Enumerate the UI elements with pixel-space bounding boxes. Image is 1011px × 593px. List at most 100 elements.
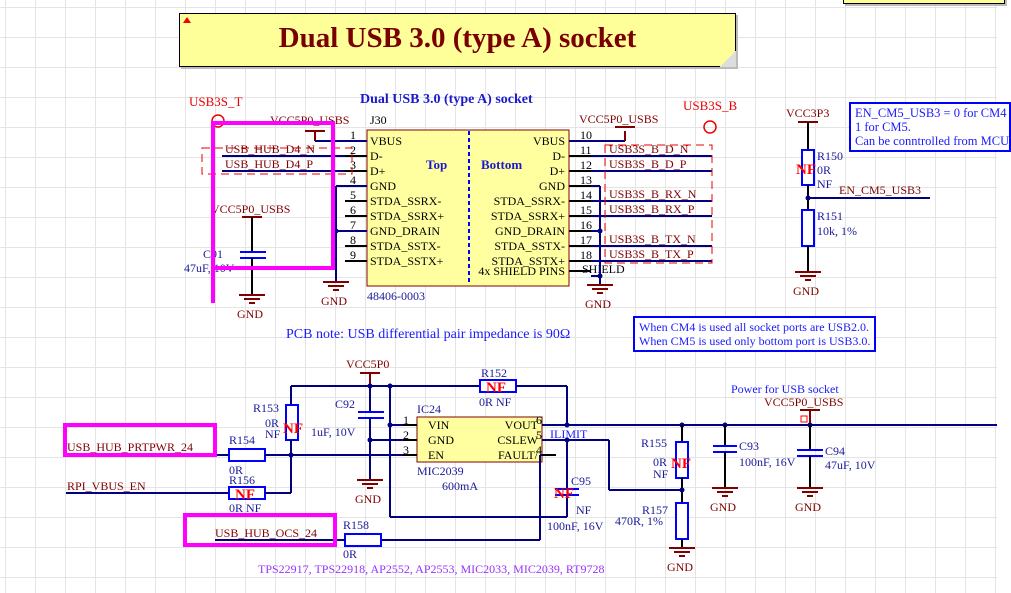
r150-value: 0R xyxy=(817,163,831,177)
highlight-box-usb-top xyxy=(211,121,335,303)
pin-number: 9 xyxy=(350,248,356,262)
pin-name: STDA_SSRX+ xyxy=(370,209,444,223)
net-label-usb-hub-ocs: USB_HUB_OCS_24 xyxy=(215,526,317,540)
junction xyxy=(597,273,603,279)
harness-usb3s-b-label: USB3S_B xyxy=(683,98,738,113)
pin-number: 6 xyxy=(350,203,356,217)
ground-label: GND xyxy=(585,297,611,311)
power-for-usb-label: Power for USB socket xyxy=(731,382,839,396)
pin-number: 15 xyxy=(580,203,592,217)
ground-symbol: GND xyxy=(710,487,738,514)
resistor-r157[interactable] xyxy=(675,502,689,540)
junction xyxy=(805,195,811,201)
pin-number: 2 xyxy=(350,143,356,157)
pin-number: 4 xyxy=(536,443,542,457)
net-label: USB3S_B_TX_P xyxy=(609,247,694,261)
en-note-line-1: EN_CM5_USB3 = 0 for CM4 xyxy=(855,106,1007,120)
pin-name: STDA_SSTX- xyxy=(494,239,565,253)
c92-ref: C92 xyxy=(335,397,355,411)
net-label: USB3S_B_RX_P xyxy=(609,202,695,216)
pin-number: 7 xyxy=(350,218,356,232)
pin-name: STDA_SSTX+ xyxy=(370,254,444,268)
r153-value: 0R xyxy=(265,416,279,430)
harness-usb3s-t xyxy=(201,147,353,175)
pin-name: D- xyxy=(552,149,565,163)
pin-number: 11 xyxy=(580,143,592,157)
ic24-rating: 600mA xyxy=(442,479,478,493)
connector-part: 48406-0003 xyxy=(367,289,425,303)
pin-name: VIN xyxy=(428,418,450,432)
net-label-usb-hub-prtpwr: USB_HUB_PRTPWR_24 xyxy=(67,440,193,454)
pin-number: 1 xyxy=(350,128,356,142)
en-note-line-2: 1 for CM5. xyxy=(855,120,911,134)
pin-name: D- xyxy=(370,149,383,163)
r157-ref: R157 xyxy=(642,503,668,517)
net-label: USB_HUB_D4_N xyxy=(225,142,315,156)
net-label: USB3S_B_TX_N xyxy=(609,232,696,246)
pin-name: STDA_SSRX- xyxy=(370,194,441,208)
c93-value: 100nF, 16V xyxy=(739,455,796,469)
nf-mark: NF xyxy=(554,486,574,502)
connector-top-label: Top xyxy=(426,157,447,172)
connector-ref: J30 xyxy=(370,113,387,127)
ground-label: GND xyxy=(237,307,263,321)
pin-name: VBUS xyxy=(533,134,565,148)
pin-name: VBUS xyxy=(370,134,402,148)
pin-number: 10 xyxy=(580,128,592,142)
ground-symbol: GND xyxy=(667,547,695,574)
pin-name: GND_DRAIN xyxy=(370,224,440,238)
ground-label: GND xyxy=(793,284,819,298)
alternative-parts-note: TPS22917, TPS22918, AP2552, AP2553, MIC2… xyxy=(258,562,604,576)
r150-nf: NF xyxy=(817,177,833,191)
r151-ref: R151 xyxy=(817,209,843,223)
net-label: USB3S_B_RX_N xyxy=(609,187,697,201)
harness-usb3s-t-label: USB3S_T xyxy=(189,94,243,109)
pin-number: 5 xyxy=(350,188,356,202)
power-label-vcc5p0: VCC5P0 xyxy=(346,357,389,371)
ground-symbol: GND xyxy=(321,281,349,308)
pin-number: 13 xyxy=(580,173,592,187)
r158-ref: R158 xyxy=(343,518,369,532)
ground-symbol: GND xyxy=(355,479,383,506)
pin-number: 1 xyxy=(403,413,409,427)
resistor-r151[interactable] xyxy=(801,209,815,247)
pin-name: STDA_SSTX+ xyxy=(492,254,566,268)
r150-ref: R150 xyxy=(817,149,843,163)
c95-nf: NF xyxy=(576,503,592,517)
power-label-vcc5p0-usbs: VCC5P0_USBS xyxy=(211,202,290,216)
c91-value: 47uF, 10V xyxy=(184,261,235,275)
net-label-rpi-vbus-en: RPI_VBUS_EN xyxy=(67,479,146,493)
c94-value: 47uF, 10V xyxy=(825,458,876,472)
pin-number: 3 xyxy=(350,158,356,172)
nf-mark: NF xyxy=(283,421,303,437)
ic24-ref: IC24 xyxy=(417,402,441,416)
ic24-body[interactable] xyxy=(416,416,543,463)
junction xyxy=(387,422,393,428)
nf-mark: NF xyxy=(486,380,506,396)
resistor-r154[interactable] xyxy=(228,448,266,462)
ground-label: GND xyxy=(667,560,693,574)
net-label: USB_HUB_D4_P xyxy=(225,157,313,171)
r154-ref: R154 xyxy=(229,433,255,447)
power-label-vcc5p0-usbs: VCC5P0_USBS xyxy=(764,395,843,409)
r155-nf: NF xyxy=(653,467,669,481)
ground-label: GND xyxy=(321,294,347,308)
pcb-note: PCB note: USB differential pair impedanc… xyxy=(286,327,570,342)
pin-number: 2 xyxy=(403,428,409,442)
pin-number: 16 xyxy=(580,218,592,232)
en-cm5-note: EN_CM5_USB3 = 0 for CM4 1 for CM5. Can b… xyxy=(849,102,1011,152)
net-label: USB3S_B_D_P xyxy=(609,157,687,171)
ground-symbol: GND xyxy=(585,284,613,311)
r158-value: 0R xyxy=(343,547,357,561)
ground-label: GND xyxy=(355,492,381,506)
pin-name: GND xyxy=(370,179,396,193)
harness-port-icon xyxy=(703,120,717,134)
r152-ref: R152 xyxy=(481,366,507,380)
ic24-part: MIC2039 xyxy=(417,464,464,478)
resistor-r158[interactable] xyxy=(344,533,382,547)
pin-name: STDA_SSTX- xyxy=(370,239,441,253)
c95-value: 100nF, 16V xyxy=(547,519,604,533)
